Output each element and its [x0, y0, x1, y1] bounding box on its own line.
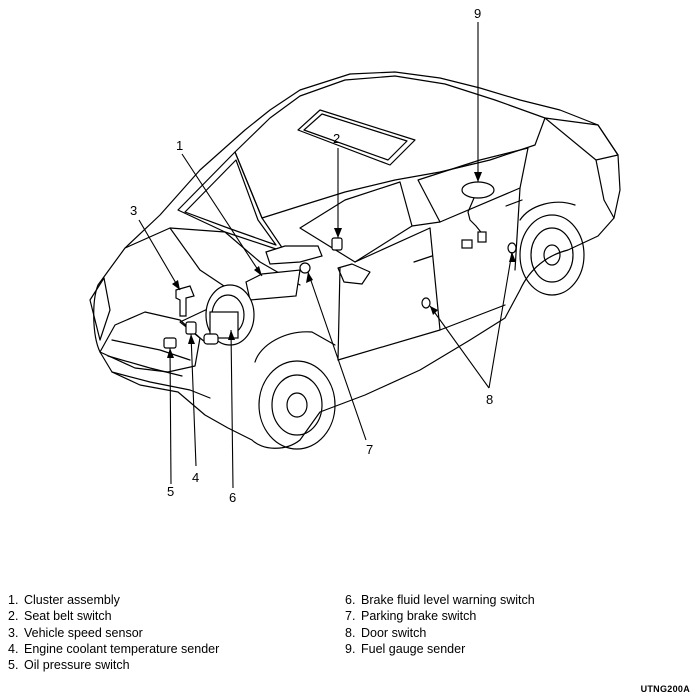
legend-number: 5.	[8, 658, 19, 673]
legend-number: 1.	[8, 593, 19, 607]
callout-8: 8	[486, 392, 493, 407]
legend-text: Seat belt switch	[24, 609, 112, 624]
legend-number: 4.	[8, 641, 19, 656]
callout-5: 5	[167, 484, 174, 499]
legend-item: 4. Engine coolant temperature sender	[8, 641, 219, 657]
legend-item: 3. Vehicle speed sensor	[8, 625, 219, 641]
arrowheads	[167, 172, 516, 358]
legend-left-column: 1. Cluster assembly 2. Seat belt switch 3.…	[8, 592, 219, 673]
legend-item: 1. Cluster assembly	[8, 592, 219, 608]
legend-text: Cluster assembly	[24, 593, 120, 607]
callout-6: 6	[229, 490, 236, 505]
legend-text: Parking brake switch	[361, 609, 477, 624]
legend-number: 8.	[345, 625, 356, 640]
legend-text: Engine coolant temperature sender	[24, 641, 220, 656]
legend-text: Door switch	[361, 625, 427, 640]
legend-number: 2.	[8, 609, 19, 624]
car-outline	[89, 71, 621, 450]
figure-code: UTNG200A	[640, 684, 690, 694]
legend-item: 2. Seat belt switch	[8, 608, 219, 624]
legend-item: 7. Parking brake switch	[345, 608, 535, 624]
legend-text: Oil pressure switch	[24, 658, 130, 673]
legend-item: 9. Fuel gauge sender	[345, 641, 535, 657]
legend-item: 6. Brake fluid level warning switch	[345, 592, 535, 608]
legend-text: Vehicle speed sensor	[24, 625, 143, 640]
legend-number: 9.	[345, 641, 356, 656]
legend-item: 5. Oil pressure switch	[8, 657, 219, 673]
callout-labels: 1 2 3 4 5 6 7 8 9	[130, 6, 493, 505]
legend-number: 3.	[8, 625, 19, 640]
legend-number: 7.	[345, 609, 356, 624]
legend-number: 6.	[345, 593, 356, 607]
callout-2: 2	[333, 131, 340, 146]
callout-3: 3	[130, 203, 137, 218]
legend-item: 8. Door switch	[345, 625, 535, 641]
legend-right-column: 6. Brake fluid level warning switch 7. Par…	[345, 592, 535, 657]
car-component-location-diagram: 1 2 3 4 5 6 7 8 9	[89, 6, 621, 505]
legend-text: Brake fluid level warning switch	[361, 593, 535, 607]
callout-1: 1	[176, 138, 183, 153]
legend-text: Fuel gauge sender	[361, 641, 466, 656]
callout-7: 7	[366, 442, 373, 457]
callout-9: 9	[474, 6, 481, 21]
components	[163, 181, 517, 349]
leader-lines	[138, 22, 513, 489]
callout-4: 4	[192, 470, 199, 485]
